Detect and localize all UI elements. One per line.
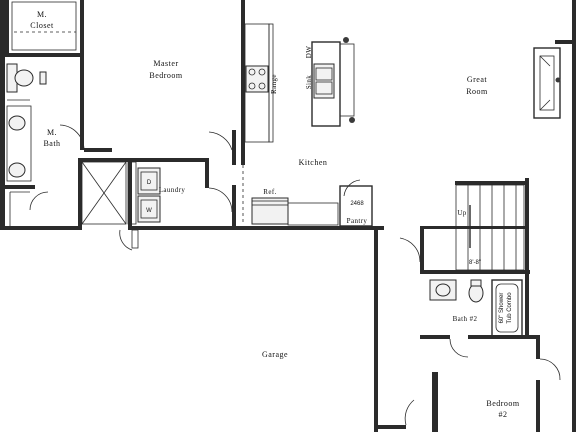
sink-label: Sink: [305, 75, 313, 90]
great-room-label-1: Great: [467, 75, 488, 84]
island-sink-icon: [313, 63, 335, 99]
room-labels: M. Closet Master Bedroom M. Bath Kitchen…: [30, 10, 520, 419]
shower-label-1: 60" Shower: [499, 293, 505, 324]
kitchen-island: [311, 37, 355, 127]
range-icon: [245, 65, 269, 93]
master-bath-label-1: M.: [47, 128, 57, 137]
master-bath-fixtures: [6, 63, 85, 226]
range-label: Range: [270, 74, 278, 94]
refrigerator-icon: [251, 197, 289, 225]
pantry-code-label: 2468: [350, 201, 364, 207]
pantry-label: Pantry: [347, 217, 368, 225]
closet: [11, 1, 77, 51]
master-bath-label-2: Bath: [43, 139, 60, 148]
garage-label: Garage: [262, 350, 288, 359]
stair-up-label: Up: [457, 209, 466, 217]
sink-icon: [8, 115, 26, 131]
bedroom2-label-1: Bedroom: [486, 399, 520, 408]
pantry: [339, 179, 373, 227]
washer-icon: [137, 195, 161, 223]
shower: [81, 161, 137, 225]
bath2-fixtures: [429, 279, 523, 358]
tub-icon: [491, 279, 523, 337]
toilet-icon: [14, 69, 34, 87]
closet-label-1: M.: [37, 10, 47, 19]
fixture-labels: Range Sink DW Ref. 2468 Pantry Up 8'-8" …: [146, 46, 513, 324]
laundry-fixtures: [131, 131, 233, 249]
shower-label-2: Tub Combo: [507, 292, 513, 324]
master-bedroom-label-2: Bedroom: [149, 71, 183, 80]
bedroom2-label-2: #2: [499, 410, 508, 419]
refrigerator-label: Ref.: [263, 188, 276, 196]
refrigerator-counter: [242, 165, 339, 226]
sink-icon: [8, 162, 26, 178]
dishwasher-label: DW: [305, 46, 313, 58]
ceiling-height-label: 8'-8": [469, 260, 481, 266]
closet-label-2: Closet: [30, 21, 54, 30]
fireplace: [533, 47, 561, 119]
dryer-label: D: [147, 180, 152, 186]
toilet-icon: [468, 283, 484, 303]
dryer-icon: [137, 167, 161, 195]
bedroom2-doors: [119, 229, 561, 426]
bath2-label: Bath #2: [453, 315, 478, 323]
washer-label: W: [146, 208, 152, 214]
master-bedroom-label-1: Master: [153, 59, 178, 68]
kitchen-label: Kitchen: [299, 158, 328, 167]
stairs: [399, 184, 525, 271]
laundry-label: Laundry: [159, 186, 186, 194]
great-room-label-2: Room: [466, 87, 488, 96]
range-counter: [244, 23, 274, 143]
